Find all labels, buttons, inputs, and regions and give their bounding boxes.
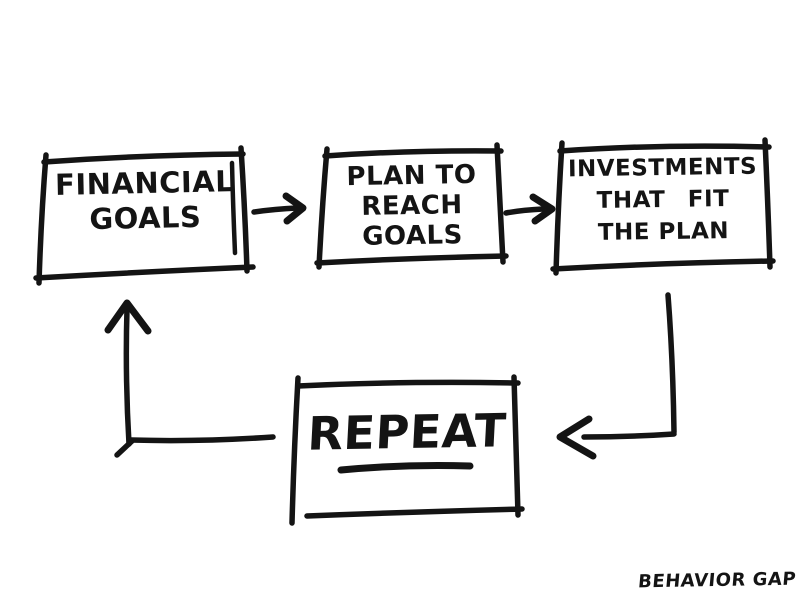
financial-goals-label: FINANCIAL GOALS — [41, 164, 248, 238]
label-line: REPEAT — [306, 403, 508, 461]
financial-goals-box — [33, 145, 256, 286]
arrow-investments-to-repeat — [556, 292, 677, 460]
arrow-plan-to-investments — [503, 193, 556, 225]
label-line: REACH — [361, 190, 463, 222]
repeat-box — [289, 374, 525, 526]
plan-label: PLAN TO REACH GOALS — [321, 159, 503, 252]
label-line: GOALS — [361, 220, 464, 252]
investments-box — [550, 137, 776, 276]
repeat-underline — [337, 462, 474, 474]
label-line: FINANCIAL — [54, 164, 235, 202]
plan-box — [314, 142, 509, 270]
signature: BEHAVIOR GAP — [637, 568, 798, 593]
arrow-financial-to-plan — [251, 192, 307, 225]
investments-label: INVESTMENTS THAT FIT THE PLAN — [556, 151, 769, 250]
repeat-label: REPEAT — [295, 403, 520, 461]
label-line: THE PLAN — [597, 218, 730, 246]
label-line: GOALS — [89, 199, 202, 237]
label-line: THAT FIT — [596, 186, 730, 214]
label-line: PLAN TO — [346, 159, 477, 193]
arrow-repeat-to-financial — [104, 299, 276, 458]
label-line: INVESTMENTS — [567, 153, 758, 183]
